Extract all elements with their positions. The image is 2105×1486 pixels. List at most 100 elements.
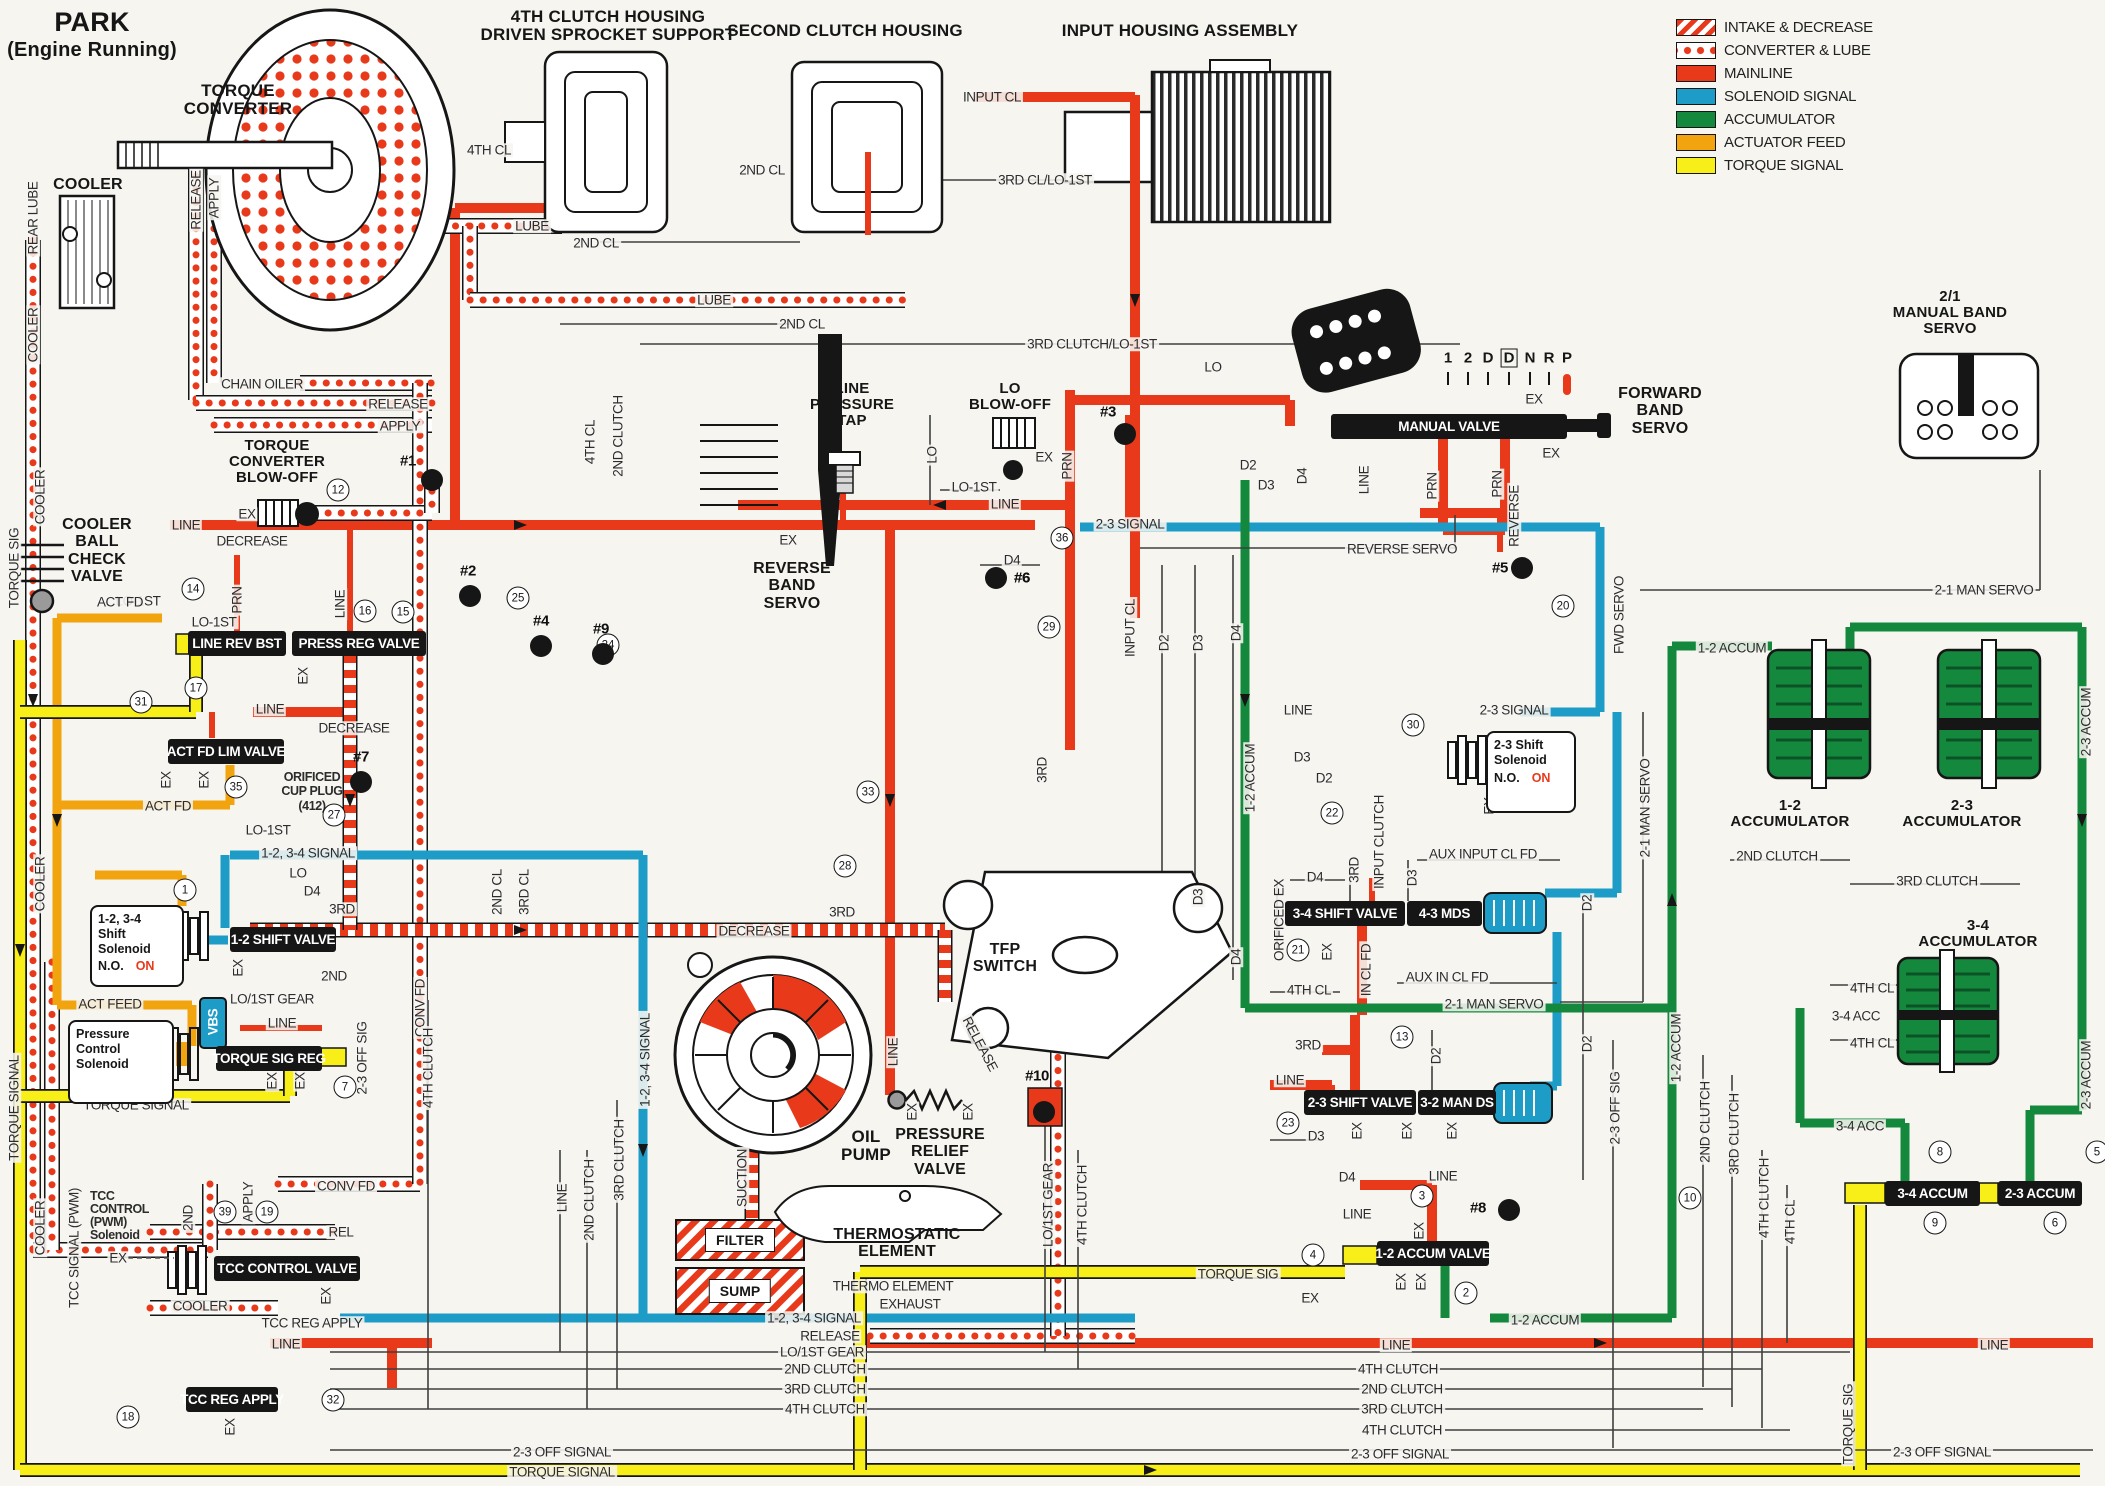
pipe-label: PRN: [1059, 450, 1075, 482]
orifice-circle: 1: [173, 878, 197, 902]
gear-tick: [1529, 372, 1531, 385]
gear-tick: [1487, 372, 1489, 385]
checkball-label: #4: [533, 612, 549, 630]
valve-bar: TCC REG APPLY: [180, 1387, 284, 1412]
orifice-circle: 36: [1050, 526, 1074, 550]
checkball-label: #1: [400, 452, 416, 470]
pipe-label: LO: [287, 865, 309, 881]
pipe-label: #6: [1014, 569, 1030, 587]
pipe-label: 2-3 OFF SIG: [1607, 1069, 1623, 1147]
pipe-label: APPLY: [240, 1179, 256, 1225]
pipe-label: 2ND CL: [571, 235, 621, 251]
gear-tick: [1447, 372, 1449, 385]
flow-arrow: [885, 794, 895, 807]
pipe-label: INPUT CL: [1122, 596, 1138, 660]
checkball: [1511, 557, 1533, 579]
orifice-circle: 3: [1410, 1184, 1434, 1208]
checkball-label: #2: [460, 562, 476, 580]
pipe-label: EX: [1444, 1120, 1460, 1142]
valve-bar: TCC CONTROL VALVE: [214, 1256, 360, 1281]
pipe-label: 4TH CLUTCH: [782, 1401, 868, 1417]
pipe-label: 2-3 OFF SIG: [354, 1019, 370, 1097]
pipe-label: EX: [230, 957, 246, 979]
pipe-label: LINE: [1977, 1337, 2011, 1353]
valve-bar: MANUAL VALVE: [1331, 414, 1567, 439]
pipe-label: EX: [1540, 445, 1562, 461]
flow-arrow: [1130, 294, 1140, 307]
checkball-label: #9: [593, 620, 609, 638]
component-label-pill: SUMP: [708, 1279, 772, 1303]
page-subtitle: (Engine Running): [7, 39, 177, 61]
orifice-circle: 21: [1286, 938, 1310, 962]
gear-indicator-pin: [1563, 374, 1571, 395]
orifice-circle: 12: [326, 478, 350, 502]
pipe-label: 3RD: [1293, 1037, 1323, 1053]
pipe-label: EX: [107, 1250, 129, 1266]
flow-arrow: [514, 925, 527, 935]
pipe-label: TCC: [90, 1188, 115, 1203]
pipe-label: AUX IN CL FD: [1403, 969, 1491, 985]
pipe-label: EX: [1349, 1120, 1365, 1142]
pipe-label: D4: [1228, 946, 1244, 968]
pipe-label: 3RD: [1346, 855, 1362, 885]
pipe-label: LINE: [554, 1181, 570, 1215]
pipe-label: EX: [1399, 1120, 1415, 1142]
fourth-clutch-housing-graphic: [504, 50, 669, 234]
pipe-label: 4TH CL: [1847, 1035, 1897, 1051]
checkball: [1498, 1199, 1520, 1221]
flow-arrow: [514, 520, 527, 530]
pipe-label: D2: [1237, 457, 1259, 473]
orifice-circle: 23: [1276, 1111, 1300, 1135]
pipe-label: D4: [1294, 465, 1310, 487]
pipe-label: LINE: [332, 587, 348, 621]
pipe-label: THERMO ELEMENT: [830, 1278, 956, 1294]
valve-bar: 1-2 ACCUM VALVE: [1375, 1241, 1491, 1266]
orifice-circle: 30: [1401, 713, 1425, 737]
pipe-label: 2-3 ACCUM: [2078, 685, 2094, 759]
pipe-label: 2-1 MAN SERVO: [1637, 756, 1653, 860]
pipe-label: (412): [298, 798, 326, 813]
pipe-label: 4TH CL: [582, 417, 598, 467]
pipe-label: 2-3 OFF SIGNAL: [1891, 1444, 1993, 1460]
legend-swatch-blue: [1676, 88, 1716, 105]
orifice-circle: 33: [856, 780, 880, 804]
pipe-label: ORIFICED EX: [1271, 877, 1287, 963]
orifice-circle: 25: [506, 586, 530, 610]
pipe-label: LINE: [885, 1035, 901, 1069]
pipe-label: PRN: [1489, 468, 1505, 500]
pipe-label: D2: [1579, 1033, 1595, 1055]
cooler-ball-check-valve-graphic: [20, 543, 64, 614]
orifice-circle: 35: [224, 775, 248, 799]
pipe-label: EX: [196, 769, 212, 791]
pipe-label: DECREASE: [716, 923, 792, 939]
pipe-label: D3: [1190, 632, 1206, 654]
pipe-label: Solenoid: [90, 1227, 140, 1242]
pipe-label: 2ND CLUTCH: [581, 1157, 597, 1243]
pipe-label: 4TH CLUTCH: [1355, 1361, 1441, 1377]
solenoid-coil-2-3: [1447, 735, 1487, 785]
pipe-label: 2-1 MAN SERVO: [1932, 582, 2036, 598]
pipe-label: 3RD CLUTCH: [611, 1117, 627, 1203]
pipe-label: DECREASE: [214, 533, 290, 549]
legend-label: TORQUE SIGNAL: [1724, 157, 1844, 174]
pipe-label: CONTROL: [90, 1201, 149, 1216]
accumulator-2-3-graphic: [1936, 639, 2042, 789]
pipe-label: TORQUE SIG: [1195, 1266, 1281, 1282]
pipe-label: 2-1 MAN SERVO: [1442, 996, 1546, 1012]
orifice-circle: 15: [391, 600, 415, 624]
pipe-label: 2-3 SIGNAL: [1093, 516, 1167, 532]
pipe-label: TORQUE SIGNAL: [507, 1464, 617, 1480]
legend-swatch-stripe: [1676, 19, 1716, 36]
pipe-label: D2: [1428, 1045, 1444, 1067]
pipe-label: COOLER: [25, 305, 41, 365]
checkball: [459, 585, 481, 607]
pipe-label: D4: [1336, 1169, 1358, 1185]
thermostatic-element-graphic: [773, 1185, 1003, 1243]
pipe-label: LINE: [988, 496, 1022, 512]
